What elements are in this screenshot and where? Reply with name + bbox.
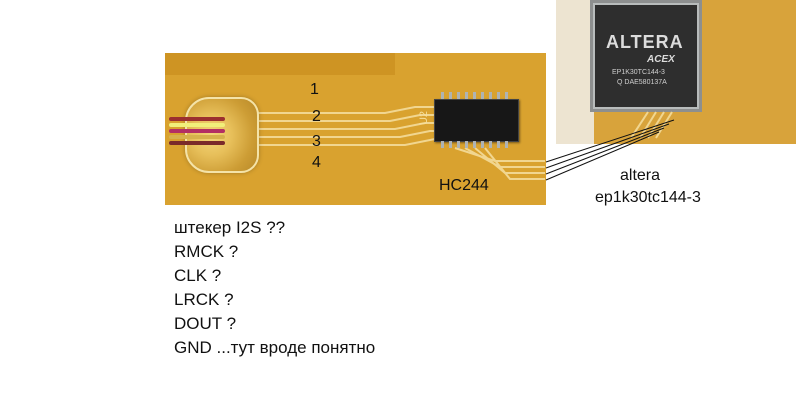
pin-label-1: 1: [310, 81, 319, 98]
fpga-board-photo: ALTERA ACEX EP1K30TC144-3 Q DAE580137A: [556, 0, 796, 144]
note-line: LRCK ?: [174, 290, 234, 309]
fpga-traces: [630, 111, 673, 139]
pin-label-3: 3: [312, 133, 321, 150]
pcb-edge: [165, 53, 395, 75]
chip-lead: [489, 92, 492, 99]
note-line: RMCK ?: [174, 242, 239, 261]
fpga-caption-line1: altera: [620, 167, 661, 184]
note-line: GND ...тут вроде понятно: [174, 338, 376, 357]
chip-lot-marking: Q DAE580137A: [617, 79, 667, 86]
chip-lead: [465, 92, 468, 99]
chip-lead: [449, 141, 452, 148]
i2s-connector: [169, 97, 259, 173]
altera-logo: ALTERA: [606, 32, 684, 52]
wire-yellow: [169, 123, 225, 127]
chip-lead: [457, 92, 460, 99]
chip-lead: [473, 141, 476, 148]
wire-dark-red: [169, 141, 225, 145]
pin-label-4: 4: [312, 154, 321, 171]
chip-lead: [481, 92, 484, 99]
pcb-photo: 1 2 3 4 U2 HC244: [165, 53, 546, 205]
chip-lead: [457, 141, 460, 148]
chip-lead: [489, 141, 492, 148]
chip-lead: [441, 92, 444, 99]
chip-lead: [505, 141, 508, 148]
note-line: штекер I2S ??: [174, 218, 286, 237]
chip-lead: [481, 141, 484, 148]
wire-gold: [169, 135, 225, 139]
chip-lead: [465, 141, 468, 148]
pin-label-2: 2: [312, 108, 321, 125]
chip-lead: [505, 92, 508, 99]
note-line: DOUT ?: [174, 314, 237, 333]
wire-red: [169, 117, 225, 121]
wire-magenta: [169, 129, 225, 133]
acex-label: ACEX: [647, 54, 675, 65]
chip-lead: [473, 92, 476, 99]
note-line: CLK ?: [174, 266, 222, 285]
altera-chip: ALTERA ACEX EP1K30TC144-3 Q DAE580137A: [593, 3, 699, 109]
chip-part-marking: EP1K30TC144-3: [612, 69, 665, 76]
chip-lead: [497, 141, 500, 148]
hc244-label: HC244: [439, 177, 489, 194]
ic-silk-label: U2: [418, 110, 431, 126]
chip-lead: [441, 141, 444, 148]
hc244-chip: [434, 92, 519, 148]
i2s-notes: штекер I2S ?? RMCK ? CLK ? LRCK ? DOUT ?…: [174, 216, 375, 360]
chip-lead: [449, 92, 452, 99]
fpga-caption-line2: ep1k30tc144-3: [595, 189, 701, 206]
chip-lead: [497, 92, 500, 99]
